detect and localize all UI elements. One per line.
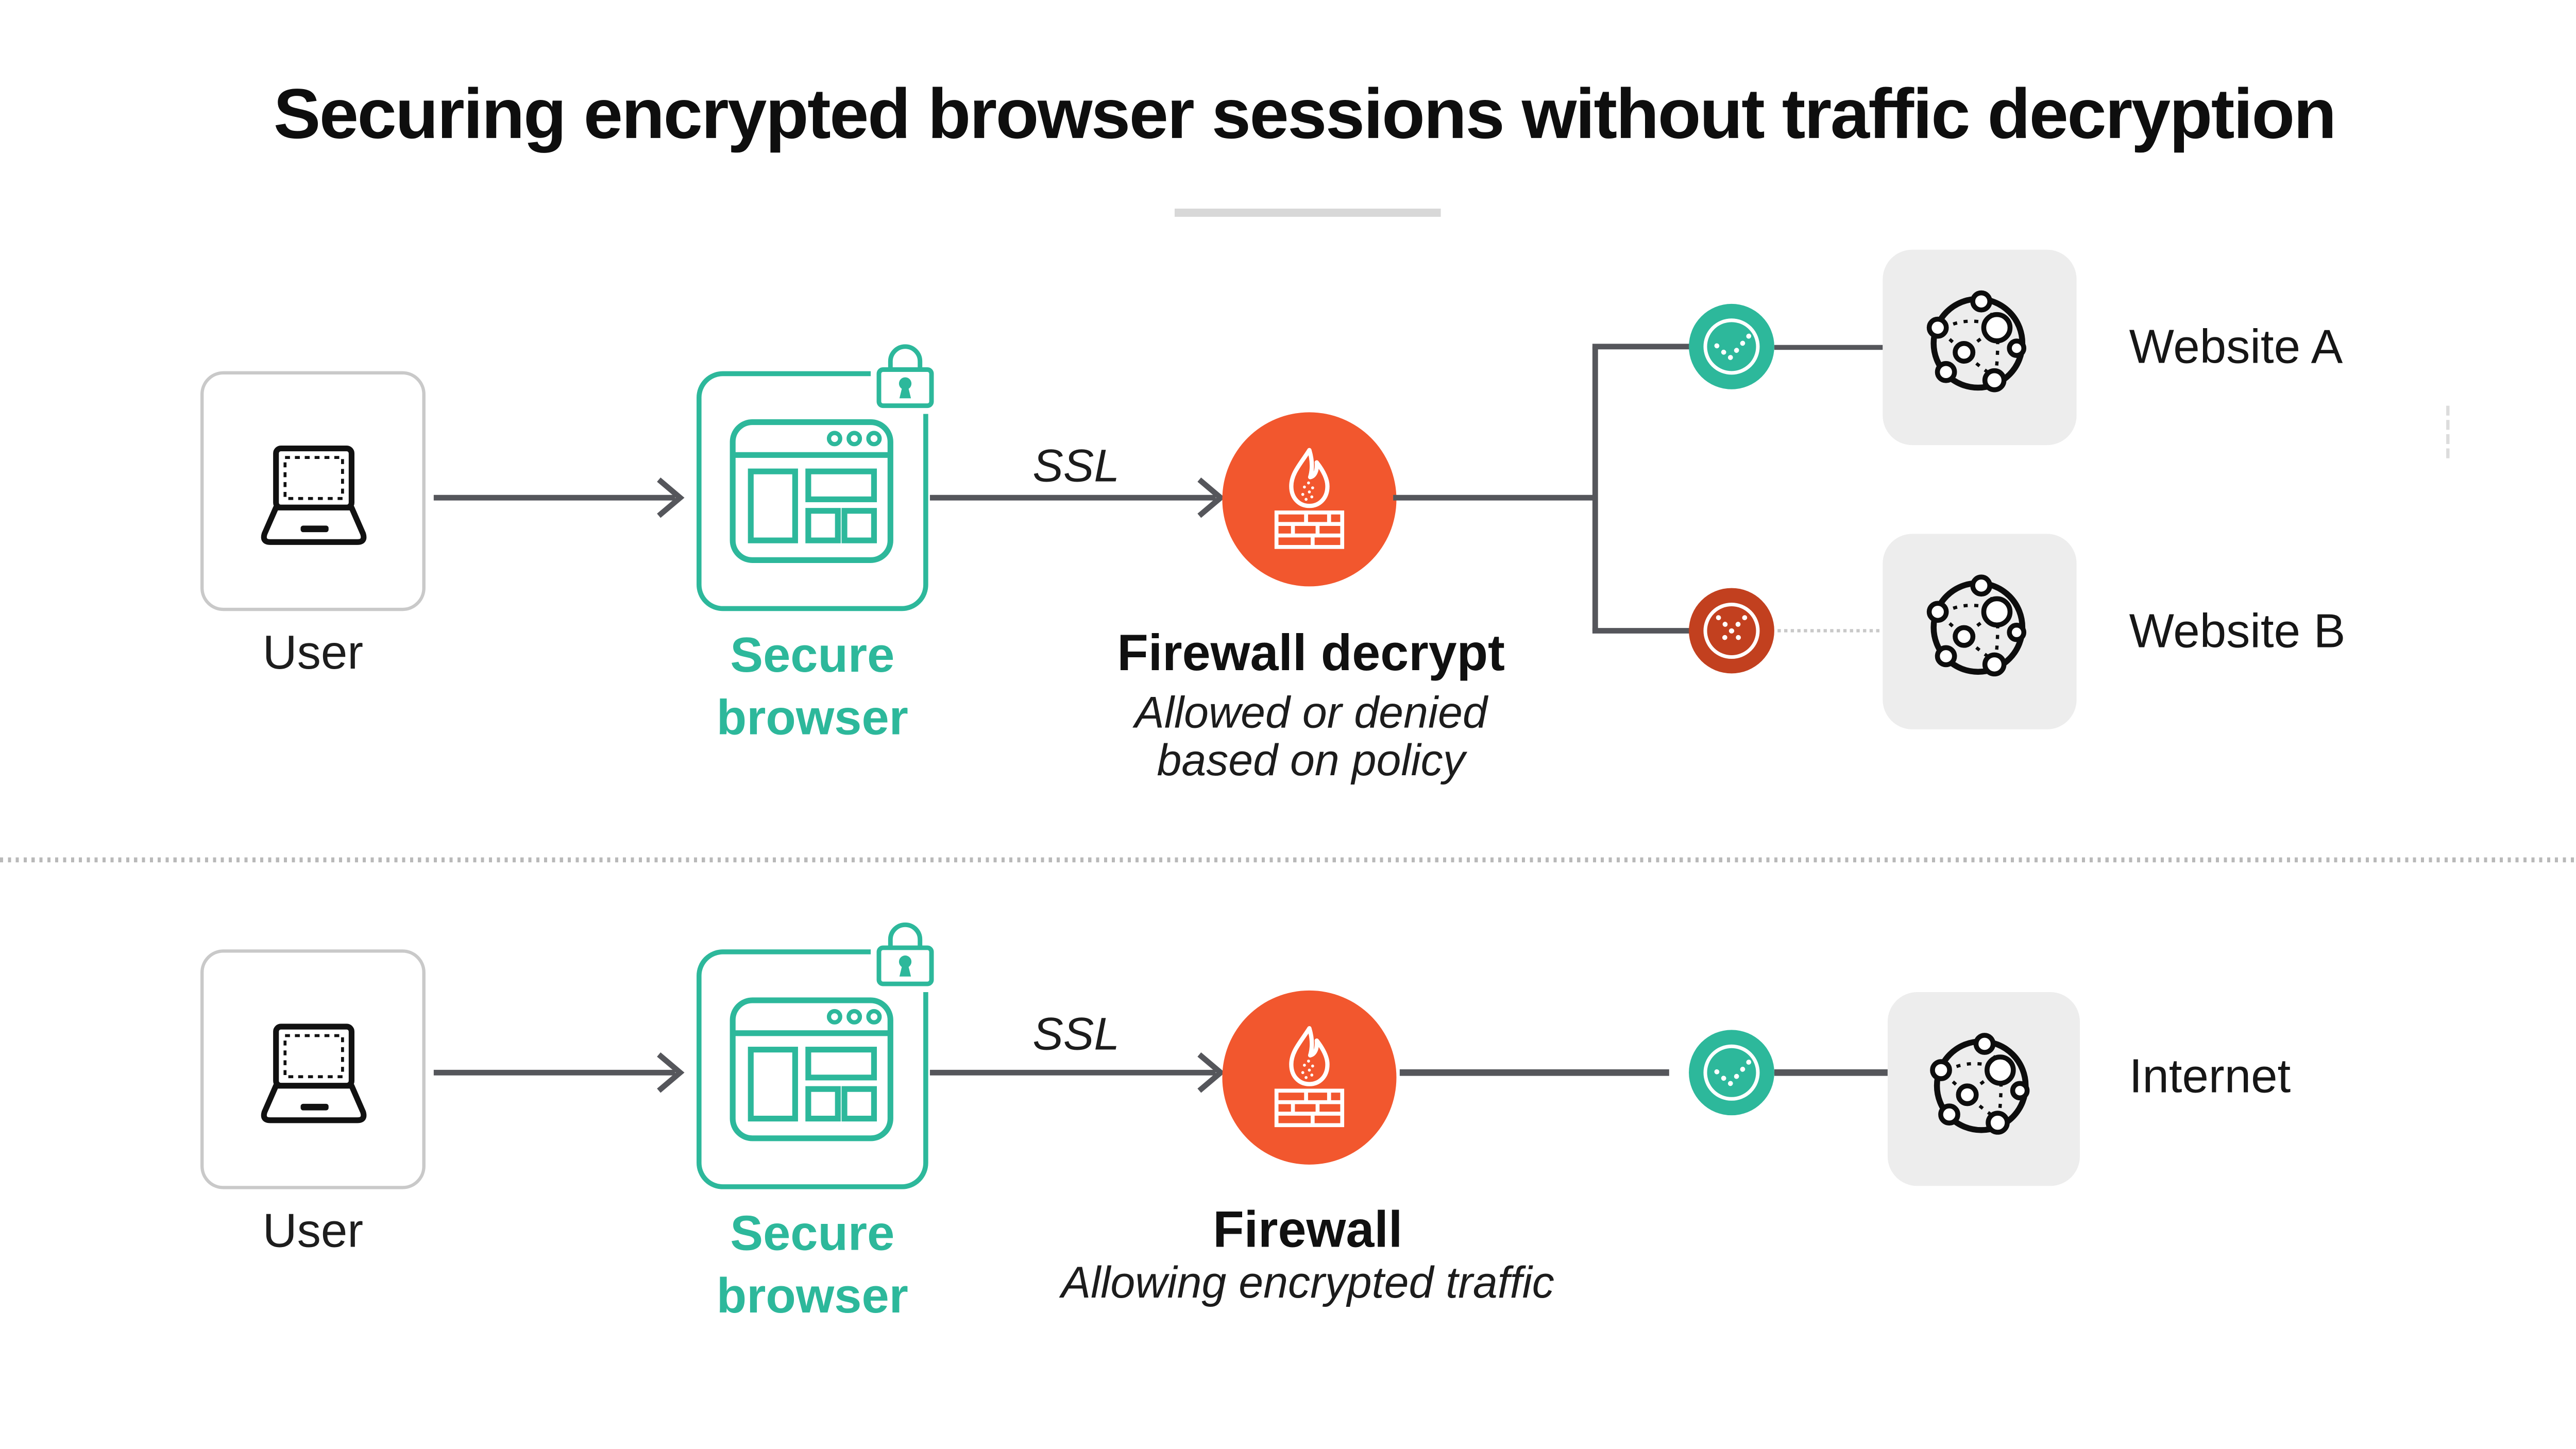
internet-box: [1887, 992, 2080, 1186]
arrow-right-icon: [433, 1052, 685, 1093]
check-icon: [1703, 1044, 1760, 1101]
flame-brick-firewall-icon: [1274, 1026, 1345, 1128]
padlock-icon: [876, 344, 934, 408]
secure-browser-label-line2-bottom: browser: [716, 1269, 908, 1324]
user-label-bottom: User: [262, 1205, 364, 1258]
section-divider: [0, 857, 2576, 863]
arrow-right-icon: [433, 477, 685, 518]
browser-window-icon: [730, 997, 893, 1141]
padlock-icon: [876, 922, 934, 986]
page-title: Securing encrypted browser sessions with…: [273, 75, 2337, 155]
firewall-decrypt-node: [1222, 412, 1397, 587]
website-b-box: [1883, 534, 2077, 729]
check-icon: [1703, 318, 1760, 375]
firewall-note: Allowing encrypted traffic: [1061, 1258, 1554, 1308]
laptop-icon: [261, 445, 367, 545]
connector-to-internet: [1774, 1069, 1888, 1076]
globe-network-icon: [1926, 290, 2027, 393]
arrow-right-icon: [929, 1052, 1225, 1093]
firewall-decrypt-note-line1: Allowed or denied: [1134, 688, 1487, 738]
internet-label: Internet: [2129, 1051, 2291, 1104]
title-underline: [1174, 208, 1441, 217]
globe-network-icon: [1926, 574, 2027, 677]
allowed-status-badge: [1689, 303, 1774, 389]
user-device-box-bottom: [200, 949, 426, 1189]
firewall-title: Firewall: [1213, 1200, 1403, 1258]
user-label-top: User: [262, 627, 364, 680]
website-a-box: [1883, 249, 2077, 446]
ssl-label-top: SSL: [1032, 440, 1120, 491]
globe-network-icon: [1930, 1033, 2030, 1135]
dotted-connector-to-website-b: [1777, 628, 1879, 632]
connector-firewall-to-check: [1399, 1069, 1669, 1076]
firewall-decrypt-note-line2: based on policy: [1157, 736, 1465, 786]
allowed-status-badge: [1689, 1030, 1774, 1116]
website-b-label: Website B: [2129, 606, 2346, 659]
secure-browser-label-line1-bottom: Secure: [730, 1207, 895, 1262]
browser-window-icon: [730, 419, 893, 563]
firewall-decrypt-title: Firewall decrypt: [1117, 624, 1505, 682]
flame-brick-firewall-icon: [1274, 448, 1345, 549]
padlock-backdrop: [871, 338, 940, 414]
ssl-label-bottom: SSL: [1032, 1008, 1120, 1060]
padlock-backdrop: [871, 916, 940, 993]
secure-browser-label-line1-top: Secure: [730, 629, 895, 684]
cross-icon: [1703, 602, 1760, 659]
connector-to-website-a: [1774, 344, 1883, 350]
stray-dashed-mark: [2446, 405, 2450, 458]
website-a-label: Website A: [2129, 322, 2343, 375]
branch-connector: [1393, 344, 1692, 634]
user-device-box-top: [200, 371, 426, 611]
firewall-node: [1222, 990, 1397, 1165]
secure-browser-label-line2-top: browser: [716, 691, 908, 746]
laptop-icon: [261, 1024, 367, 1123]
denied-status-badge: [1689, 588, 1774, 674]
arrow-right-icon: [929, 477, 1225, 518]
